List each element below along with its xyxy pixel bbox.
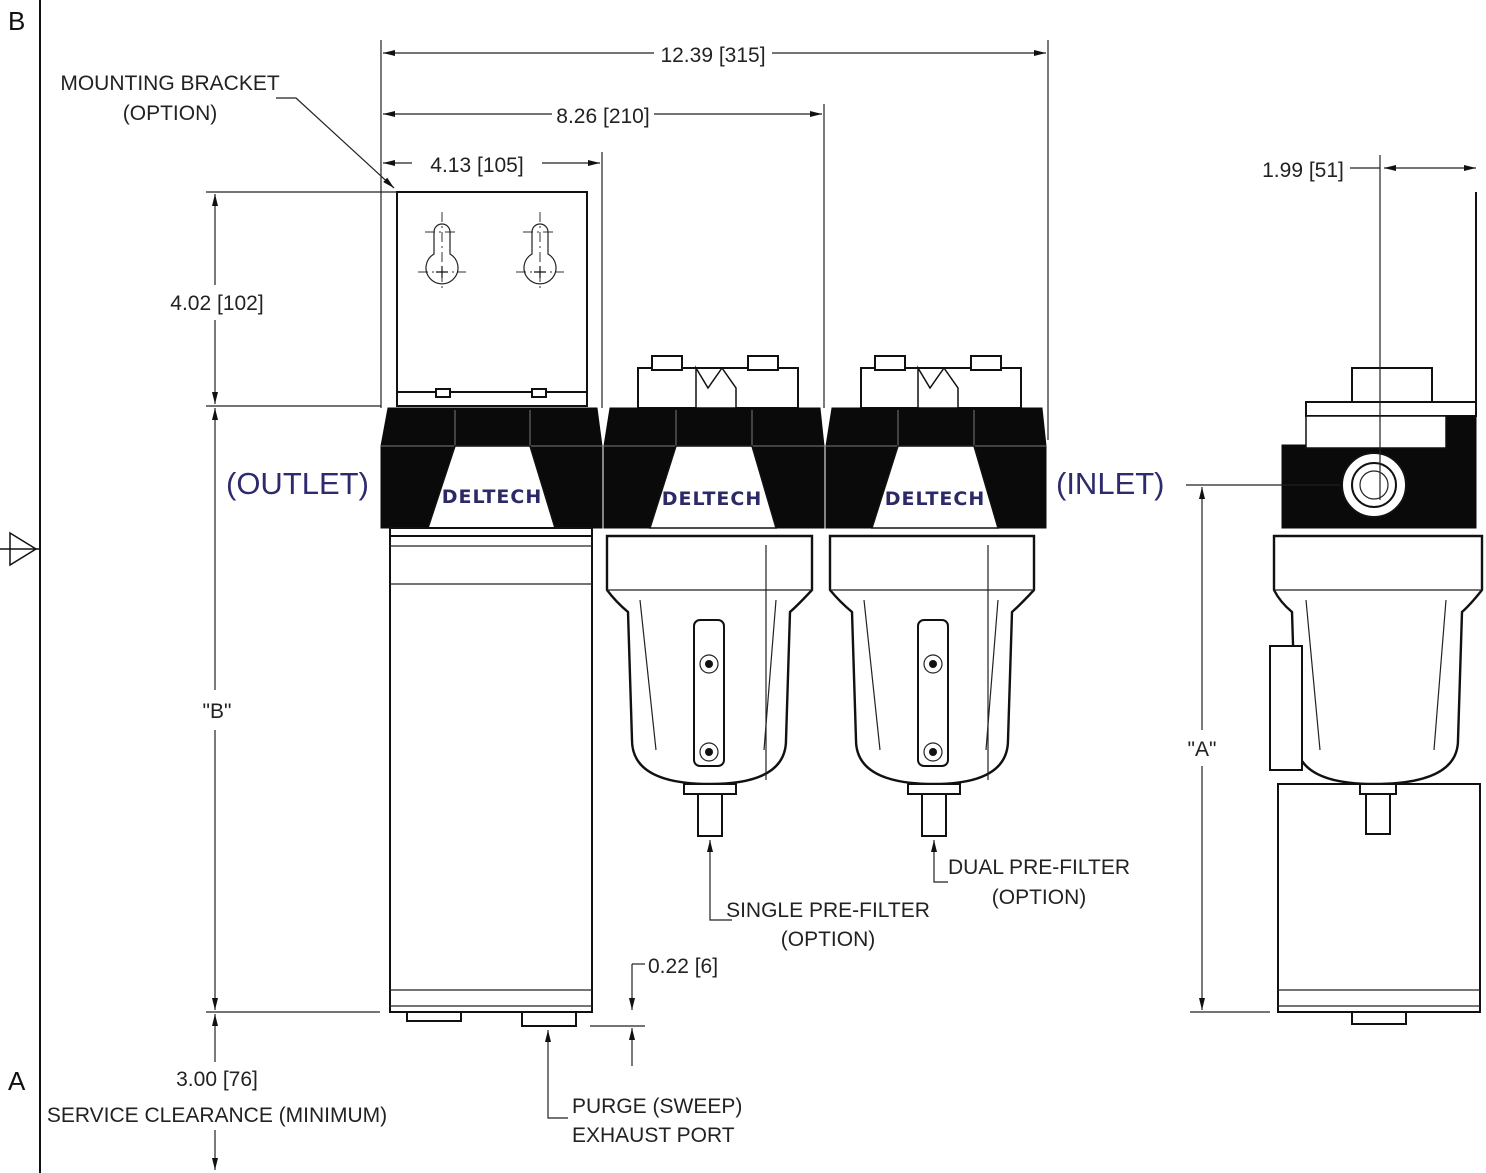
dim-side-offset: 1.99 [51] [1262, 159, 1344, 182]
dimension-lines [212, 50, 1476, 1170]
dim-bracket-height: 4.02 [102] [170, 292, 263, 315]
dim-two-unit-width: 8.26 [210] [556, 105, 649, 128]
callout-dual-prefilter-line2: (OPTION) [992, 886, 1087, 909]
single-prefilter-unit: DELTECH [603, 355, 825, 837]
dim-clearance-value: 3.00 [76] [176, 1068, 258, 1091]
zone-label-bottom: A [8, 1066, 26, 1096]
brand-logo-single: DELTECH [662, 488, 763, 510]
leader-lines [276, 97, 948, 1119]
centering-mark [0, 531, 40, 567]
callout-dual-prefilter-line1: DUAL PRE-FILTER [948, 856, 1130, 879]
dim-height-b: "B" [203, 700, 232, 723]
drawing-border: B A [0, 0, 41, 1173]
keyhole-slot-right [516, 212, 564, 292]
keyhole-slot-left [418, 212, 466, 292]
dim-clearance-label: SERVICE CLEARANCE (MINIMUM) [47, 1104, 387, 1127]
callout-single-prefilter-line2: (OPTION) [781, 928, 876, 951]
callout-mounting-bracket-line1: MOUNTING BRACKET [60, 72, 280, 95]
dim-single-unit-width: 4.13 [105] [430, 154, 523, 177]
brand-logo-dual: DELTECH [885, 488, 986, 510]
mounting-bracket [396, 191, 588, 407]
main-filter-unit: DELTECH [380, 407, 603, 1027]
inlet-port-label: (INLET) [1056, 466, 1165, 501]
side-view [1269, 192, 1484, 1025]
dim-port-offset: 0.22 [6] [648, 955, 718, 978]
dual-prefilter-unit: DELTECH [825, 355, 1047, 837]
extension-lines [206, 40, 1381, 1027]
callout-purge-line1: PURGE (SWEEP) [572, 1095, 742, 1118]
zone-label-top: B [8, 6, 25, 36]
dim-overall-width: 12.39 [315] [660, 44, 765, 67]
brand-logo-main: DELTECH [442, 486, 543, 508]
callout-single-prefilter-line1: SINGLE PRE-FILTER [726, 899, 930, 922]
dim-height-a: "A" [1188, 738, 1217, 761]
callout-mounting-bracket-line2: (OPTION) [123, 102, 218, 125]
callout-purge-line2: EXHAUST PORT [572, 1124, 735, 1147]
outlet-port-label: (OUTLET) [226, 466, 369, 501]
